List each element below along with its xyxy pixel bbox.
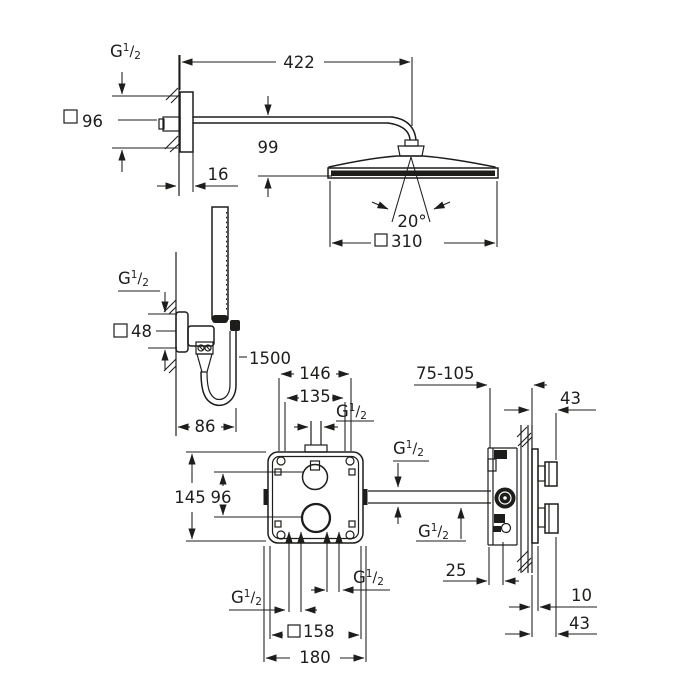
dim-width-inner: 135 <box>299 387 331 406</box>
dim-spray-angle: 20° <box>397 212 426 231</box>
dim-head-size: 310 <box>391 232 423 251</box>
left-outlet-tab <box>263 489 269 505</box>
diverter-control <box>301 463 329 491</box>
side-outlet-port: G1/2 G1/2 <box>368 439 491 542</box>
dim-port-spacing: 96 <box>211 488 232 507</box>
square-symbol <box>113 323 128 338</box>
dim-install-depth-group: 75-105 <box>414 364 547 448</box>
dim-arm-reach-group: 422 <box>179 53 413 126</box>
hose-union <box>230 320 240 331</box>
dim-head-size-group: 310 <box>329 181 498 251</box>
dim-holder-offset-group: 86 <box>177 408 237 436</box>
dim-handle-depth-top: 43 <box>560 389 581 408</box>
valve-body <box>487 450 516 534</box>
mixer-cartridge <box>300 502 332 534</box>
dim-min-recess-group: 25 <box>443 542 519 585</box>
hand-shower-assembly: 1500 48 G1/2 86 <box>113 206 291 436</box>
trim-plate-side <box>531 448 539 544</box>
dim-height-group: 145 96 <box>174 451 303 542</box>
ball-joint-nut <box>397 145 425 157</box>
dim-height: 145 <box>174 488 206 507</box>
dim-arm-reach: 422 <box>283 53 315 72</box>
hand-shower <box>211 206 229 323</box>
pipe-stub-end <box>158 118 165 130</box>
wall-hatch-icon <box>516 426 533 573</box>
dim-head-drop: 99 <box>258 138 279 157</box>
thread-label-bottom-left: G1/2 <box>231 588 262 608</box>
dim-box-size-group: 158 180 <box>263 546 367 667</box>
dim-holder-size: 48 <box>131 322 152 341</box>
dim-trim-gap-group: 10 <box>509 546 597 637</box>
swivel-angle: 20° <box>371 156 451 231</box>
dim-plate-depth-group: 16 <box>157 152 238 192</box>
spray-face <box>331 170 495 176</box>
dim-handle-depth-top-group: 43 <box>504 388 596 460</box>
dim-handle-depth-bottom-group: 43 <box>505 537 597 638</box>
shower-arm <box>192 116 425 157</box>
dim-plate-size: 96 <box>82 112 103 131</box>
dim-trim-size: 180 <box>299 648 331 667</box>
bottom-ports: G1/2 G1/2 <box>229 531 390 614</box>
dim-min-recess: 25 <box>446 561 467 580</box>
dim-width-outer: 146 <box>299 364 331 383</box>
thread-label-bottom-right: G1/2 <box>353 568 384 588</box>
rough-in-box <box>267 451 364 544</box>
dim-trim-gap: 10 <box>571 586 592 605</box>
square-symbol <box>374 233 388 247</box>
square-symbol <box>63 109 78 124</box>
thread-label-top-supply: G1/2 <box>336 402 367 422</box>
bottom-handle <box>537 503 559 534</box>
top-handle <box>537 461 558 487</box>
dim-holder-offset: 86 <box>195 417 216 436</box>
mixer-side-view: 75-105 43 25 10 <box>414 364 597 638</box>
dim-plate-depth: 16 <box>208 165 229 184</box>
head-shower-assembly: 20° 422 99 96 G1/2 <box>63 42 499 251</box>
dim-plate-size-group: 96 G1/2 <box>63 42 178 172</box>
mixer-front-view: G1/2 146 135 145 96 <box>174 364 491 667</box>
wall-hatch-icon <box>163 299 177 374</box>
dim-box-size: 158 <box>303 622 335 641</box>
thread-label-lower-outlet: G1/2 <box>418 522 449 542</box>
pipe-stub <box>162 116 181 132</box>
corner-screws <box>274 456 356 540</box>
dim-hose-length-group: 1500 <box>239 349 291 368</box>
wall-hatch-icon <box>164 87 180 153</box>
shower-holder <box>187 325 215 347</box>
thread-label-side-outlet: G1/2 <box>393 439 424 459</box>
right-outlet-tab <box>362 489 368 505</box>
wall-section <box>516 425 533 573</box>
dim-width-group: 146 135 <box>278 364 352 451</box>
shower-head <box>327 155 499 179</box>
holder-wall-plate <box>175 311 189 353</box>
thread-label-holder: G1/2 <box>118 269 149 289</box>
dim-install-depth: 75-105 <box>416 364 474 383</box>
square-symbol <box>287 624 301 638</box>
dim-hose-length: 1500 <box>249 349 291 368</box>
dim-handle-depth-bottom: 43 <box>569 614 590 633</box>
dim-head-drop-group: 99 <box>258 96 332 197</box>
shower-hose <box>200 320 240 407</box>
thread-label-arm: G1/2 <box>110 42 141 62</box>
top-supply-port: G1/2 <box>294 402 374 453</box>
arm-wall-plate <box>179 91 194 153</box>
dim-holder-size-group: 48 G1/2 <box>113 269 177 370</box>
hand-shower-inlet <box>212 315 228 323</box>
